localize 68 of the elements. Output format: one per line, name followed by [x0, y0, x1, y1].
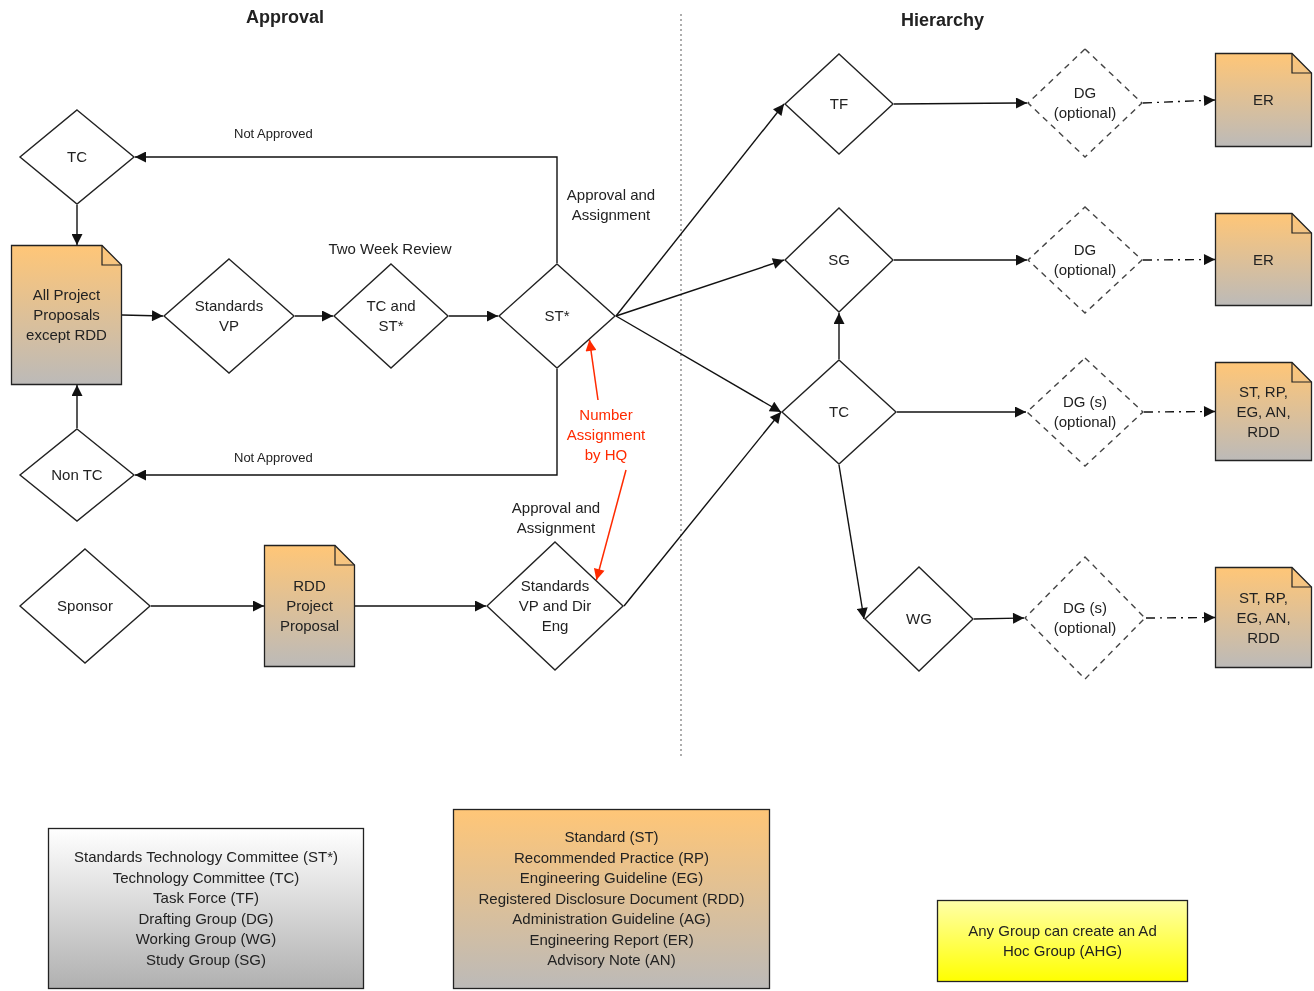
- node-label: ST, RP, EG, AN, RDD: [1235, 381, 1292, 442]
- arrow: [585, 339, 599, 401]
- node-label: Non TC: [51, 465, 103, 485]
- arrow: [71, 384, 83, 429]
- node-label: Standard (ST): [564, 827, 659, 848]
- arrow: [893, 254, 1028, 266]
- node-label: Standards VP and Dir Eng: [517, 576, 593, 636]
- step-caption: Two Week Review: [327, 239, 453, 259]
- arrow: [623, 411, 782, 607]
- node-label: Working Group (WG): [135, 929, 277, 949]
- node-label: Engineering Report (ER): [529, 929, 694, 950]
- node-label: Registered Disclosure Document (RDD): [478, 888, 745, 909]
- arrow: [354, 600, 487, 612]
- arrow: [973, 612, 1025, 624]
- section-heading: Hierarchy: [899, 10, 986, 30]
- node-label: Engineering Guideline (EG): [519, 868, 704, 889]
- arrow: [896, 406, 1027, 418]
- edge-label: Not Approved: [232, 450, 315, 465]
- arrow: [121, 310, 164, 322]
- node-label: Technology Committee (TC): [112, 867, 300, 888]
- node-label: DG (optional): [1052, 83, 1118, 123]
- arrow: [71, 204, 83, 246]
- node-label: TC: [67, 147, 87, 167]
- arrow: [593, 469, 627, 581]
- node-label: Standards VP: [193, 296, 265, 336]
- node-label: Recommended Practice (RP): [513, 847, 710, 868]
- node-label: TC and ST*: [365, 296, 417, 336]
- node-label: Task Force (TF): [153, 888, 259, 908]
- arrow: [615, 315, 782, 413]
- arrow: [134, 151, 558, 264]
- node-label: All Project Proposals except RDD: [25, 285, 108, 345]
- edge-label: Not Approved: [232, 126, 315, 141]
- arrow: [893, 97, 1028, 109]
- section-heading: Approval: [245, 7, 325, 27]
- node-label: Sponsor: [57, 596, 113, 616]
- node-label: Study Group (SG): [145, 949, 266, 970]
- node-label: ST*: [544, 306, 570, 326]
- arrow: [150, 600, 265, 612]
- node-label: WG: [906, 609, 932, 629]
- arrow: [1145, 612, 1216, 624]
- arrow: [615, 258, 785, 317]
- node-label: TF: [829, 94, 849, 114]
- arrow: [615, 103, 785, 317]
- annotation-text: Number Assignment by HQ: [565, 405, 647, 465]
- node-label: Advisory Note (AN): [547, 950, 676, 971]
- arrow: [294, 310, 334, 322]
- arrow: [833, 312, 845, 360]
- node-label: RDD Project Proposal: [278, 576, 341, 636]
- arrow: [448, 310, 499, 322]
- step-caption: Approval and Assignment: [510, 498, 602, 538]
- node-label: DG (s) (optional): [1052, 598, 1118, 638]
- arrow: [838, 464, 868, 620]
- node-label: DG (optional): [1052, 240, 1118, 280]
- node-label: ST, RP, EG, AN, RDD: [1235, 587, 1292, 648]
- step-caption: Approval and Assignment: [565, 185, 657, 225]
- node-label: Any Group can create an Ad Hoc Group (AHG): [967, 921, 1158, 961]
- arrow: [1142, 254, 1216, 266]
- node-label: Drafting Group (DG): [138, 908, 274, 929]
- node-label: TC: [829, 402, 849, 422]
- node-label: ER: [1253, 90, 1274, 110]
- arrow: [1143, 406, 1216, 418]
- node-label: Standards Technology Committee (ST*): [74, 847, 338, 867]
- arrow: [1142, 94, 1216, 106]
- node-label: DG (s) (optional): [1052, 392, 1118, 432]
- node-label: ER: [1253, 249, 1274, 270]
- arrow: [134, 368, 558, 481]
- node-label: SG: [828, 250, 850, 270]
- node-label: Administration Guideline (AG): [512, 909, 711, 930]
